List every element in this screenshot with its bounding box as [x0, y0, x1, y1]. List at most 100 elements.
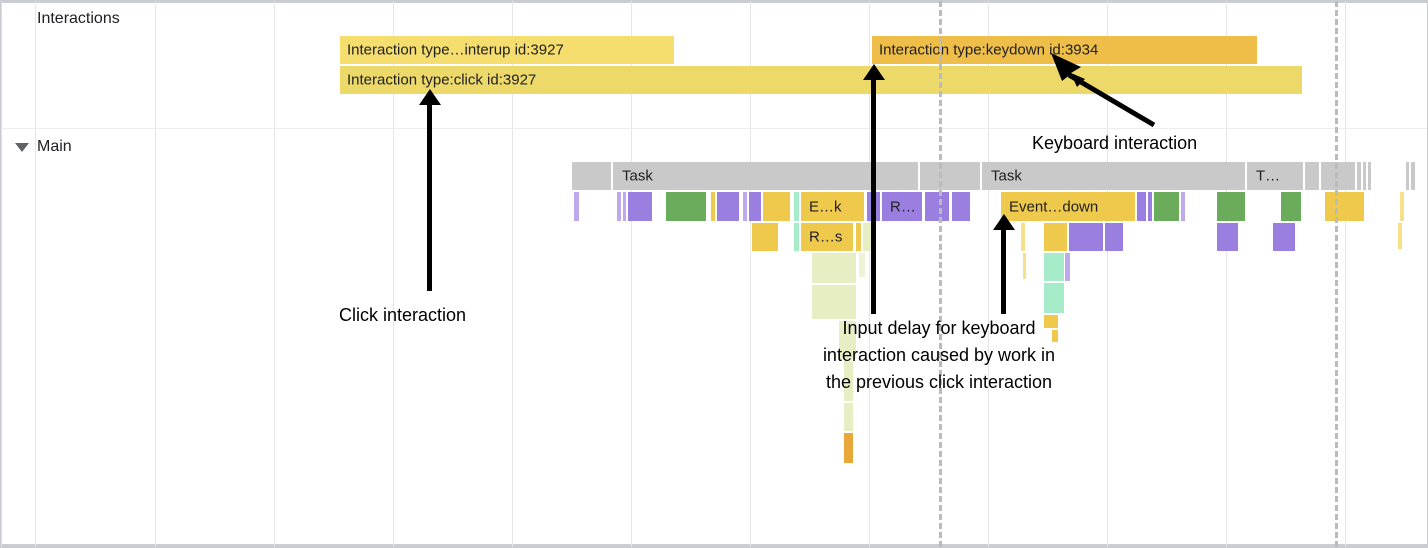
time-marker-dashed[interactable] — [939, 1, 942, 547]
arrow-diagonal-keyboard — [1051, 53, 1156, 128]
event-block-keydown[interactable]: Event…down — [1001, 192, 1135, 221]
flame-block[interactable] — [1044, 223, 1067, 251]
arrow-head-icon — [863, 64, 885, 80]
annotation-line-1: Input delay for keyboard — [842, 318, 1036, 338]
interaction-bar-label: Interaction type:keydown id:3934 — [879, 41, 1099, 59]
flame-block[interactable] — [794, 223, 799, 251]
flame-block[interactable] — [836, 253, 841, 283]
flame-block[interactable] — [617, 192, 621, 221]
task-block[interactable]: Task — [613, 162, 918, 190]
flame-block[interactable] — [1044, 253, 1064, 281]
flame-block[interactable] — [1400, 192, 1404, 221]
flame-block[interactable] — [863, 223, 872, 251]
task-block[interactable] — [1363, 162, 1366, 190]
flame-block[interactable] — [1398, 223, 1402, 249]
flame-block[interactable] — [1273, 223, 1295, 251]
arrow-stem — [871, 79, 876, 314]
track-label-main[interactable]: Main — [37, 138, 72, 155]
grid-line — [274, 1, 275, 547]
flame-block[interactable] — [812, 253, 856, 283]
task-block[interactable] — [920, 162, 980, 190]
event-block-k[interactable]: E…k — [801, 192, 864, 221]
triangle-down-icon[interactable] — [15, 143, 29, 152]
flame-block[interactable] — [1217, 192, 1245, 221]
flame-label: R… — [890, 198, 916, 215]
grid-line — [1107, 1, 1108, 547]
task-label: Task — [622, 167, 653, 185]
flame-block[interactable] — [794, 192, 799, 221]
arrow-stem — [1001, 229, 1006, 314]
annotation-keyboard-interaction: Keyboard interaction — [1032, 133, 1198, 153]
grid-line — [1226, 1, 1227, 547]
flame-block[interactable] — [859, 253, 865, 277]
flame-block[interactable] — [752, 223, 778, 251]
track-label-interactions[interactable]: Interactions — [37, 10, 120, 27]
flame-block[interactable] — [1021, 223, 1025, 251]
flame-block[interactable] — [812, 285, 856, 319]
interaction-bar-click[interactable]: Interaction type:click id:3927 — [340, 66, 1302, 94]
flame-block[interactable] — [1137, 192, 1146, 221]
task-label: Task — [991, 167, 1022, 185]
task-block[interactable]: Task — [982, 162, 1245, 190]
flame-label: R…s — [809, 228, 843, 246]
task-block[interactable] — [1321, 162, 1355, 190]
flame-block[interactable] — [1154, 192, 1179, 221]
flame-label: E…k — [809, 198, 842, 215]
flame-block[interactable] — [1325, 192, 1364, 221]
grid-line — [35, 1, 36, 547]
flame-block[interactable] — [666, 192, 706, 221]
flame-block[interactable] — [717, 192, 739, 221]
flame-block[interactable] — [628, 192, 652, 221]
resource-block[interactable]: R… — [882, 192, 922, 221]
flame-block[interactable] — [574, 192, 579, 221]
flame-block[interactable] — [856, 223, 861, 251]
task-block[interactable] — [1305, 162, 1319, 190]
flame-block[interactable] — [1052, 330, 1058, 342]
flame-block[interactable] — [1044, 315, 1058, 328]
flame-block[interactable] — [711, 192, 715, 221]
panel-top-edge — [1, 1, 1427, 3]
grid-line — [512, 1, 513, 547]
flame-block[interactable] — [763, 192, 790, 221]
grid-line — [393, 1, 394, 547]
resource-block-s[interactable]: R…s — [801, 223, 853, 251]
task-block[interactable] — [1411, 162, 1415, 190]
flame-block[interactable] — [1105, 223, 1123, 251]
task-block[interactable]: T… — [1247, 162, 1303, 190]
task-block[interactable] — [1357, 162, 1361, 190]
flame-block[interactable] — [1217, 223, 1238, 251]
flame-block[interactable] — [1044, 283, 1064, 313]
panel-left-edge — [1, 1, 2, 547]
flame-block[interactable] — [1065, 253, 1070, 281]
grid-line — [631, 1, 632, 547]
flame-label: Event…down — [1009, 198, 1099, 215]
flame-block[interactable] — [844, 361, 853, 401]
grid-line — [750, 1, 751, 547]
flame-block[interactable] — [1148, 192, 1152, 221]
task-block[interactable] — [572, 162, 611, 190]
flame-block[interactable] — [1023, 253, 1026, 279]
flame-block[interactable] — [925, 192, 949, 221]
flame-block[interactable] — [623, 192, 626, 221]
grid-line — [155, 1, 156, 547]
time-marker-dashed[interactable] — [1335, 1, 1338, 547]
task-block[interactable] — [1406, 162, 1409, 190]
flame-block[interactable] — [1069, 223, 1103, 251]
panel-bottom-edge — [1, 544, 1427, 547]
interaction-bar-label: Interaction type:click id:3927 — [347, 71, 537, 89]
flame-block[interactable] — [749, 192, 761, 221]
flame-block[interactable] — [844, 403, 853, 431]
grid-line — [1345, 1, 1346, 547]
annotation-input-delay: Input delay for keyboard interaction cau… — [781, 315, 1097, 396]
flame-block[interactable] — [743, 192, 747, 221]
flame-block[interactable] — [844, 433, 853, 463]
arrow-stem — [427, 104, 432, 291]
task-block[interactable] — [1368, 162, 1371, 190]
flame-block[interactable] — [839, 321, 856, 359]
interaction-bar-pointerup[interactable]: Interaction type…interup id:3927 — [340, 36, 674, 64]
flame-block[interactable] — [1181, 192, 1185, 221]
flame-block[interactable] — [1281, 192, 1301, 221]
flame-block[interactable] — [952, 192, 970, 221]
track-separator — [1, 128, 1427, 129]
annotation-line-2: interaction caused by work in — [822, 345, 1056, 365]
